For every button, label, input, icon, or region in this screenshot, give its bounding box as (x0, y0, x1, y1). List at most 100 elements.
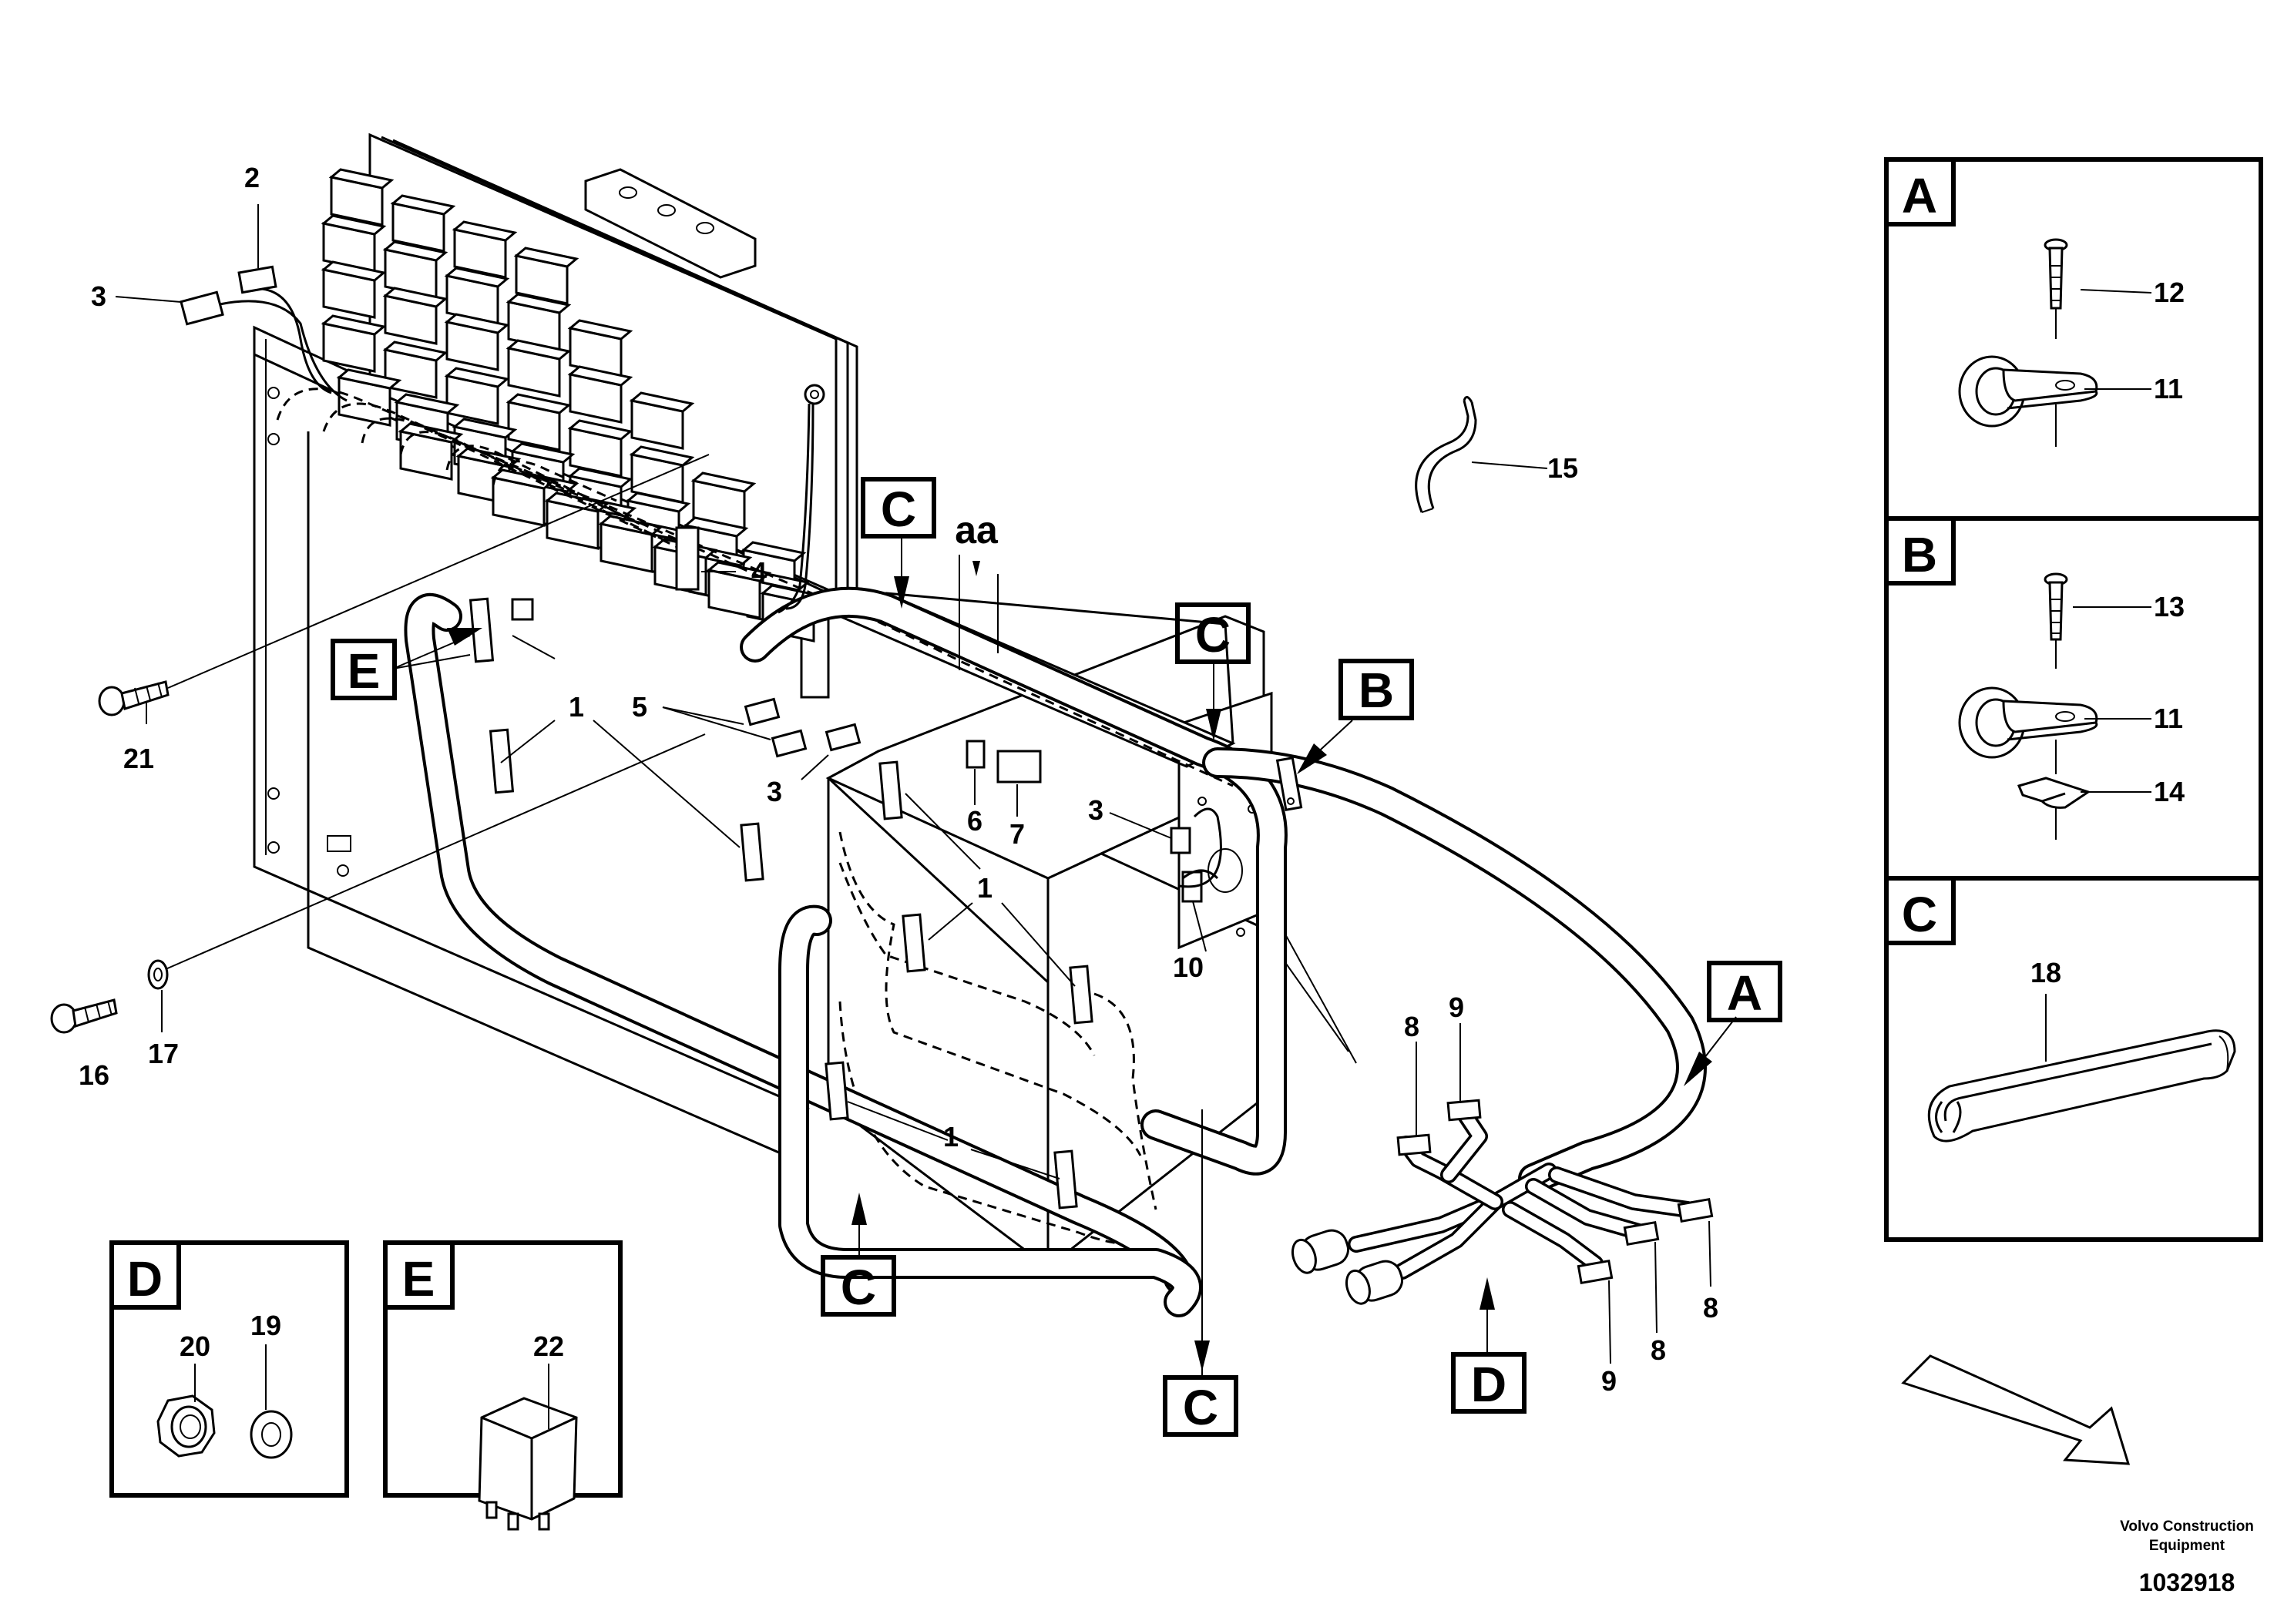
relay-block-top (382, 287, 448, 308)
connectors-item-1 (469, 597, 1093, 1210)
relay-block-top (452, 220, 518, 242)
label-b-main: B (1359, 663, 1394, 718)
relay-block-top (505, 393, 572, 414)
callout-10: 10 (1173, 951, 1204, 983)
detail-e-title: E (402, 1251, 435, 1307)
callout-22: 22 (533, 1330, 564, 1362)
callout-6: 6 (967, 805, 982, 837)
main-assembly (50, 133, 1714, 1317)
label-c-mid: C (1195, 607, 1231, 663)
callout-11-b: 11 (2154, 703, 2183, 734)
detail-d-panel (109, 1240, 349, 1498)
sub-harness-d (1291, 1099, 1714, 1305)
relay-block-top (690, 471, 757, 493)
bolt-16 (50, 998, 118, 1034)
relay-block-top (452, 418, 518, 439)
callout-2: 2 (244, 162, 260, 193)
detail-c-title: C (1902, 887, 1937, 942)
callout-17: 17 (148, 1038, 179, 1069)
relay-block-top (321, 314, 387, 336)
detail-a-title: A (1902, 168, 1937, 223)
callout-13: 13 (2154, 591, 2185, 622)
callout-12: 12 (2154, 277, 2185, 308)
box-letters: C C B E A C C D A B C D E (127, 168, 1937, 1435)
harness-front-loop (778, 904, 1202, 1317)
callout-21: 21 (123, 743, 154, 774)
relay-block-top (505, 293, 572, 314)
small-connectors (511, 526, 1222, 903)
callout-5: 5 (632, 691, 647, 723)
callout-3-mid: 3 (767, 776, 782, 807)
callout-8-left: 8 (1404, 1011, 1419, 1042)
relay-block-top (567, 467, 633, 488)
footer-line-1: Volvo Construction (2120, 1518, 2254, 1535)
callout-numbers: 2 3 4 aa 15 12 11 13 11 14 18 21 1 5 3 6… (79, 162, 2185, 1397)
callout-20: 20 (180, 1330, 210, 1362)
label-c-bottom-right: C (1183, 1380, 1218, 1435)
callout-aa: aa (955, 508, 999, 552)
relay-connectors-2-3 (180, 265, 348, 402)
leader-lines (115, 204, 1711, 1364)
callout-18: 18 (2030, 957, 2061, 988)
harness-right-branch (1202, 747, 1707, 1194)
callout-4: 4 (751, 556, 767, 588)
callout-14: 14 (2154, 776, 2185, 807)
callout-1-top: 1 (569, 691, 584, 723)
relay-block-top (444, 313, 510, 334)
detail-c-panel (1884, 876, 2236, 1143)
relay-block-top (567, 319, 633, 341)
washer-17 (147, 733, 706, 990)
relay-block-top (505, 339, 572, 361)
relay-block-top (625, 492, 691, 513)
callout-1-mid: 1 (977, 872, 992, 904)
relay-block-top (444, 267, 510, 288)
relay-block-top (336, 368, 402, 390)
bolt-21 (98, 454, 710, 716)
detail-d-title: D (127, 1251, 163, 1307)
callout-11-a: 11 (2154, 373, 2183, 404)
label-c-bottom-left: C (841, 1260, 876, 1315)
relay-block-top (567, 419, 633, 441)
detail-e-panel (383, 1240, 623, 1531)
label-d-main: D (1471, 1357, 1506, 1412)
callout-19: 19 (250, 1310, 281, 1341)
footer: Volvo Construction Equipment 1032918 (2120, 1518, 2254, 1596)
relay-block-top (567, 365, 633, 387)
callout-8-mid: 8 (1651, 1334, 1666, 1366)
ground-cable (778, 384, 825, 614)
document-number: 1032918 (2139, 1569, 2235, 1596)
detail-b-title: B (1902, 527, 1937, 582)
relay-block-top (509, 442, 576, 464)
pointer-arrows (392, 535, 1737, 1375)
relay-block-top (321, 260, 387, 282)
callout-16: 16 (79, 1059, 109, 1091)
detail-panel-group-abc (1884, 157, 2263, 1242)
callout-8-right: 8 (1703, 1292, 1718, 1324)
harness-left-loop (404, 593, 1194, 1294)
direction-arrow (1901, 1354, 2131, 1465)
detail-b-panel (1884, 516, 2151, 840)
label-a-main: A (1727, 965, 1762, 1021)
relay-block-top (382, 341, 448, 362)
relay-block-top (683, 516, 749, 538)
label-boxes (331, 477, 1782, 1437)
callout-9-bottom: 9 (1601, 1365, 1617, 1397)
relay-block-top (390, 194, 456, 216)
relay-block-top (629, 445, 695, 467)
relay-block-top (394, 393, 460, 414)
relay-block-top (629, 391, 695, 413)
label-e-main: E (348, 643, 381, 699)
label-c-top: C (881, 481, 916, 537)
relay-block-top (444, 367, 510, 388)
footer-line-2: Equipment (2149, 1538, 2225, 1554)
relay-block-top (382, 240, 448, 262)
callout-9-top: 9 (1449, 992, 1464, 1023)
callout-7: 7 (1009, 818, 1025, 850)
relay-block-top (706, 561, 772, 582)
relay-block-top (321, 214, 387, 236)
callout-15: 15 (1547, 452, 1578, 484)
relay-block-top (328, 168, 395, 190)
cable-tie-15 (1415, 396, 1477, 513)
